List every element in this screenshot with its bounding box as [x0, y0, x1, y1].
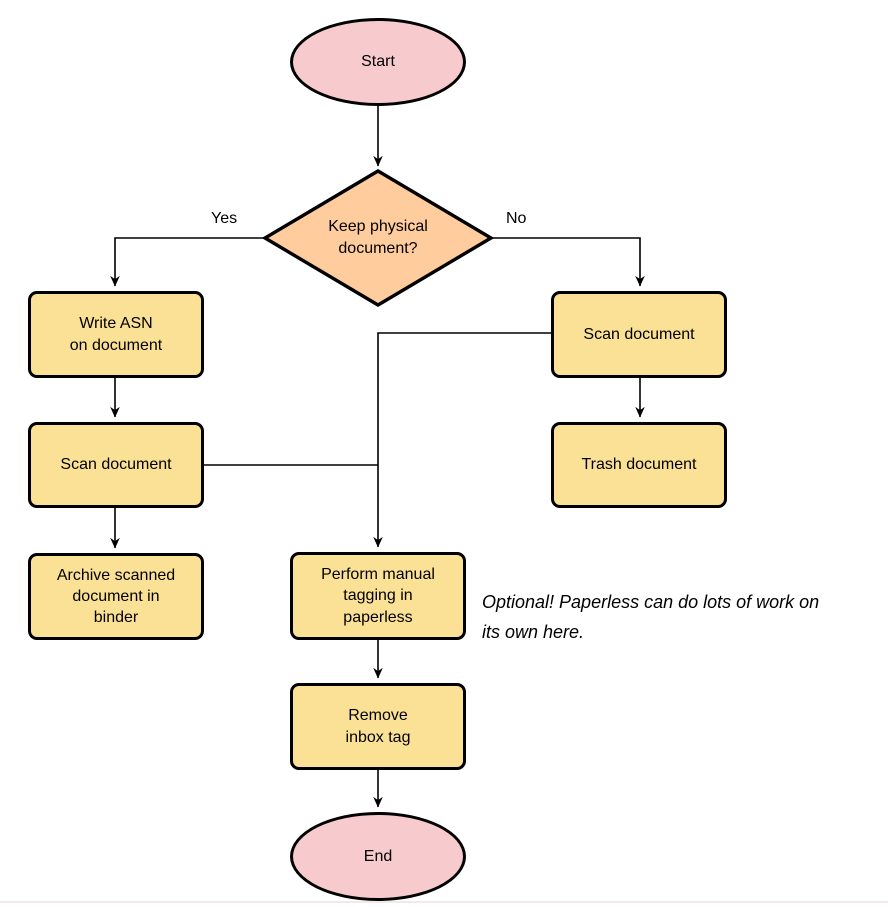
node-scan-document-left: Scan document — [28, 422, 204, 508]
page-bottom-divider — [0, 901, 888, 903]
node-trash-document: Trash document — [551, 422, 727, 508]
edge-label-yes: Yes — [211, 210, 238, 227]
node-start: Start — [290, 18, 466, 106]
node-archive-in-binder: Archive scanned document in binder — [28, 553, 204, 640]
node-remove-inbox-tag: Remove inbox tag — [290, 683, 466, 770]
node-remove-inbox-tag-label: Remove inbox tag — [345, 707, 411, 746]
node-trash-document-label: Trash document — [581, 456, 697, 474]
node-scan-document-right-label: Scan document — [583, 325, 695, 343]
edge-decision-write-asn — [110, 237, 265, 287]
node-scan-document-left-label: Scan document — [60, 456, 172, 474]
node-write-asn: Write ASN on document — [28, 291, 204, 378]
node-start-label: Start — [361, 53, 395, 71]
optional-annotation: Optional! Paperless can do lots of work … — [482, 592, 820, 642]
node-scan-document-right: Scan document — [551, 291, 727, 378]
edge-scan-right-tagging — [373, 332, 551, 548]
decision-diamond-shape — [261, 169, 495, 307]
edge-label-no: No — [506, 210, 527, 227]
node-write-asn-label: Write ASN on document — [69, 315, 163, 354]
node-manual-tagging: Perform manual tagging in paperless — [290, 552, 466, 640]
edge-decision-scan-right — [491, 237, 645, 287]
node-end: End — [290, 812, 466, 901]
node-decision-label: Keep physical document? — [328, 218, 428, 257]
node-archive-in-binder-label: Archive scanned document in binder — [56, 566, 176, 627]
node-manual-tagging-label: Perform manual tagging in paperless — [321, 566, 435, 626]
node-end-label: End — [363, 847, 393, 865]
